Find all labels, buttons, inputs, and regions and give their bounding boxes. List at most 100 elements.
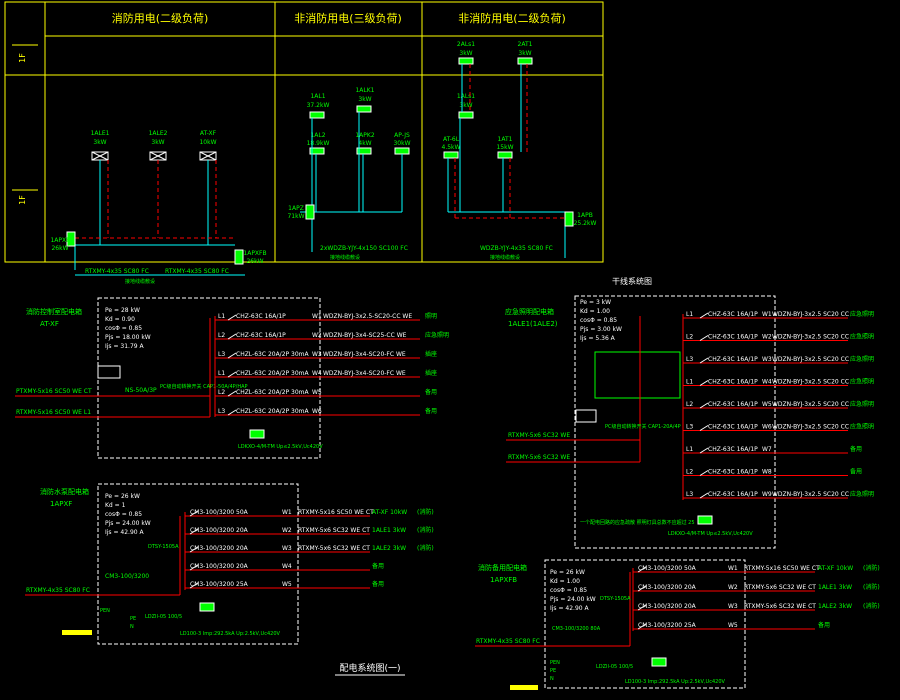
circuit-cable: RTXMY-5x16 SC50 WE CT [744,565,820,572]
svg-text:3kW: 3kW [93,139,106,146]
circuit-breaker: CHZ-63C 16A/1P [236,332,286,339]
circuit-number: W3 [728,603,738,610]
svg-text:Ijs = 42.90 A: Ijs = 42.90 A [105,529,144,536]
circuit-number: W4 [312,370,322,377]
circuit-number: W2 [728,584,738,591]
section-title: 干线系统图 [612,276,652,286]
svg-text:cosΦ = 0.85: cosΦ = 0.85 [105,325,142,332]
circuit-phase: L3 [686,356,693,363]
circuit-load: AT-XF 10kW [372,509,407,516]
spd-label: LDZII-05 100/5 [145,614,182,620]
floor-label-upper: 1F [18,53,27,63]
circuit-cable: RTXMY-5x16 SC50 WE CT [298,509,374,516]
circuit-breaker: CHZ-63C 16A/1P [708,491,758,498]
circuit-load: 应急照明 [850,355,874,363]
svg-text:Ijs = 31.79 A: Ijs = 31.79 A [105,343,144,350]
svg-text:1APK2: 1APK2 [355,132,374,139]
riser-box: AT-XF 10kW [199,130,217,161]
circuit-number: W3 [312,351,322,358]
circuit-cable: WDZN-BYJ-3x4-SC20-FC WE [323,370,406,377]
circuit-phase: L2 [218,389,225,396]
circuit-number: W2 [762,334,772,341]
circuit-breaker: CHZL-63C 20A/2P 30mA [236,408,310,415]
circuit-breaker: CHZ-63C 16A/1P [708,424,758,431]
svg-text:Pjs = 18.00 kW: Pjs = 18.00 kW [105,334,151,341]
circuit-number: W1 [282,509,292,516]
ats-label: PC级自动转换开关 CAP1-20A/4P [605,423,681,430]
circuit-phase: L3 [686,491,693,498]
circuit-breaker: CHZ-63C 16A/1P [708,469,758,476]
panel-id: AT-XF [40,320,59,328]
circuit-cable: RTXMY-5x6 SC32 WE CT [744,603,816,610]
floor-label-lower: 1F [18,195,27,205]
spd-label: LDZII-05 100/5 [596,664,633,670]
circuit-load: 备用 [850,445,862,453]
svg-text:接地线缆敷设: 接地线缆敷设 [490,254,520,261]
incoming-cable: RTXMY-4x35 SC80 FC [26,587,90,594]
panel-1ale1: 干线系统图 应急照明配电箱 1ALE1(1ALE2) Pe = 3 kW Kd … [505,276,874,549]
panel-id: 1APXFB [490,576,517,584]
circuit-load: 插座 [425,369,437,377]
circuit-load: 应急照明 [850,333,874,341]
svg-text:1ALE2: 1ALE2 [149,130,168,137]
circuit-load: 备用 [372,580,384,588]
svg-text:3kW: 3kW [518,50,531,57]
circuit-cable: WDZN-BYJ-3x4-SC20-FC WE [323,351,406,358]
riser-cable: WDZB-YJY-4x35 SC80 FC [480,245,553,252]
svg-text:2ALs1: 2ALs1 [457,41,475,48]
panel-id: 1APXF [50,500,72,508]
circuit-phase: L2 [218,332,225,339]
circuit-breaker: CHZ-63C 16A/1P [236,313,286,320]
circuit-breaker: CHZL-63C 20A/2P 30mA [236,370,310,377]
svg-text:PE: PE [550,668,556,674]
circuit-cable: RTXMY-5x6 SC32 WE CT [744,584,816,591]
svg-text:1AL1: 1AL1 [310,93,325,100]
circuit-load: 备用 [372,562,384,570]
svg-text:Ijs = 42.90 A: Ijs = 42.90 A [550,605,589,612]
incoming-cable-1: PTXMY-5x16 SC50 WE CT [16,388,92,395]
riser-main-box-id: 1APZ [288,205,304,212]
circuit-phase: L1 [686,311,693,318]
svg-text:1AL2: 1AL2 [310,132,325,139]
riser-cable-1: RTXMY-4x35 SC80 FC [85,268,149,275]
panel-1apxfb: 消防备用配电箱 1APXFB Pe = 26 kW Kd = 1.00 cosΦ… [475,559,880,690]
circuit-note: (消防) [863,564,880,572]
svg-text:3kW: 3kW [459,50,472,57]
svg-text:Kd = 1.00: Kd = 1.00 [580,308,610,315]
svg-text:Kd = 0.90: Kd = 0.90 [105,316,135,323]
incoming-cable-2: RTXMY-5x6 SC32 WE [508,454,570,461]
circuit-breaker: CHZ-63C 16A/1P [708,311,758,318]
riser-cable: 2xWDZB-YJY-4x150 SC100 FC [320,245,408,252]
circuit-phase: L1 [218,313,225,320]
circuit-load: 应急照明 [850,400,874,408]
circuit-phase: L2 [686,469,693,476]
circuit-number: W3 [282,545,292,552]
circuit-load: 1ALE2 3kW [818,603,852,610]
circuit-phase: L3 [218,351,225,358]
riser-side-box-id: 1APXFB [243,250,266,257]
svg-text:PEN: PEN [100,608,110,614]
circuit-cable: WDZN-BYJ-3x2.5 SC20 CC [772,356,849,363]
circuit-breaker: CM3-100/3200 20A [190,545,249,552]
circuit-breaker: CHZ-63C 16A/1P [708,446,758,453]
circuit-cable: RTXMY-5x6 SC32 WE CT [298,527,370,534]
spd-label: LDKXO-4/M-TM Up≤2.5kV,Uc420V [668,531,753,537]
circuit-load: 应急照明 [850,490,874,498]
svg-text:接地线缆敷设: 接地线缆敷设 [330,254,360,261]
panel-title: 消防控制室配电箱 [26,307,82,316]
circuit-cable: WDZN-BYJ-3x2.5 SC20 CC [772,424,849,431]
circuit-phase: L1 [686,446,693,453]
incoming-cable-2: RTXMY-5x16 SC50 WE L1 [16,409,91,416]
circuit-note: (消防) [417,544,434,552]
circuit-phase: L1 [686,379,693,386]
